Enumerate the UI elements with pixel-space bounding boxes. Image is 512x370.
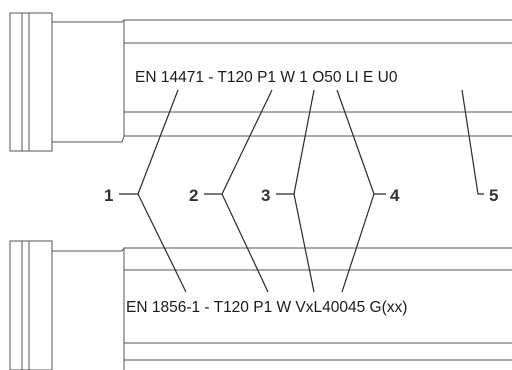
bottom-pipe bbox=[9, 240, 512, 370]
callout-number-5: 5 bbox=[489, 186, 498, 205]
callout-lines bbox=[119, 89, 484, 293]
top-pipe-socket bbox=[9, 12, 53, 152]
top-pipe bbox=[9, 12, 512, 152]
callout-number-4: 4 bbox=[390, 186, 400, 205]
bottom-pipe-socket bbox=[9, 240, 53, 370]
callout-number-2: 2 bbox=[189, 186, 198, 205]
top-pipe-marking: EN 14471 - T120 P1 W 1 O50 LI E U0 bbox=[135, 69, 398, 86]
bottom-pipe-marking: EN 1856-1 - T120 P1 W VxL40045 G(xx) bbox=[126, 299, 407, 316]
callout-number-1: 1 bbox=[104, 186, 113, 205]
callout-number-3: 3 bbox=[261, 186, 270, 205]
